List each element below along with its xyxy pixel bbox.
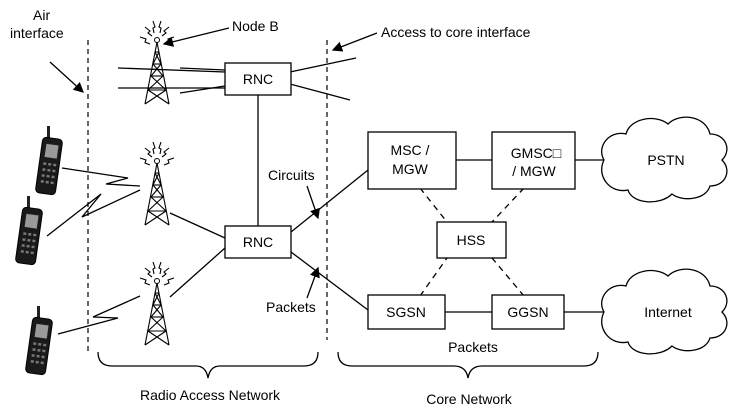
hss-link (419, 187, 448, 223)
radio-link (57, 295, 141, 335)
mobile-phone-icon (34, 125, 64, 196)
rnc-sgsn-link (290, 251, 369, 311)
rnc-bottom-label: RNC (243, 234, 273, 250)
tower-rnc-link (169, 212, 226, 239)
gmsc-mgw-box (491, 131, 576, 190)
air-interface-arrow (49, 61, 84, 93)
core-network-brace (337, 351, 599, 379)
gmsc-mgw-label-2: / MGW (512, 163, 556, 179)
mobile-phone-icon (14, 195, 44, 266)
cell-tower-icon (139, 141, 175, 226)
sgsn-label: SGSN (386, 304, 426, 320)
rnc-top-link (289, 83, 351, 101)
packets-bottom-label: Packets (448, 339, 498, 355)
rnc-top-label: RNC (243, 71, 273, 87)
rnc-bottom-box (224, 225, 292, 259)
ggsn-label: GGSN (507, 304, 548, 320)
radio-access-network-brace (97, 351, 319, 379)
internet-label: Internet (644, 304, 692, 320)
cloud-icon (601, 116, 728, 203)
circuits-label: Circuits (268, 167, 315, 183)
circuits-arrow (306, 185, 320, 220)
air-interface-label: Air (33, 7, 50, 23)
node-b-arrow (162, 27, 230, 47)
rnc-top-link (289, 57, 357, 73)
hss-box (436, 221, 507, 259)
access-core-arrow (331, 32, 378, 52)
cell-tower-icon (139, 261, 175, 346)
rnc-top-box (224, 62, 292, 96)
hss-label: HSS (457, 232, 486, 248)
tower-rnc-link (169, 247, 226, 298)
rnc-msc-link (290, 169, 369, 233)
packets-arrow (306, 266, 320, 299)
access-core-label: Access to core interface (381, 24, 531, 40)
pstn-label: PSTN (647, 152, 684, 168)
air-interface-label-2: interface (10, 25, 64, 41)
ggsn-box (491, 294, 565, 330)
node-b-label: Node B (232, 18, 279, 34)
cloud-icon (601, 268, 728, 355)
mobile-phone-icon (24, 305, 54, 376)
core-network-label: Core Network (426, 391, 513, 407)
rnc-top-link (117, 67, 226, 73)
rnc-top-link (179, 85, 226, 94)
radio-access-network-label: Radio Access Network (140, 387, 281, 403)
sgsn-box (367, 294, 446, 330)
radio-link (61, 167, 141, 187)
hss-link (491, 187, 525, 223)
msc-mgw-label-2: MGW (392, 161, 429, 177)
packets-left-label: Packets (266, 299, 316, 315)
msc-mgw-label-1: MSC / (391, 142, 430, 158)
radio-link (46, 189, 141, 237)
rnc-top-link (179, 67, 226, 71)
hss-link (491, 257, 525, 297)
msc-mgw-box (367, 131, 457, 190)
cell-tower-icon (139, 20, 175, 105)
hss-link (419, 257, 448, 297)
gmsc-mgw-label-1: GMSC□ (511, 145, 562, 161)
